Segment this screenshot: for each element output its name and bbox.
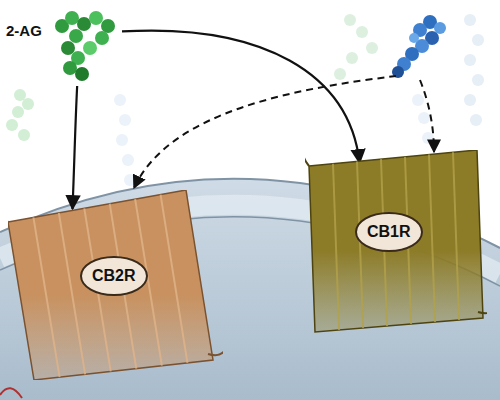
binding-arrow <box>73 86 78 209</box>
blue-ligand <box>392 15 446 78</box>
dashed-arrow <box>420 80 434 152</box>
ligand-label: 2-AG <box>6 22 42 39</box>
binding-arrow <box>122 31 360 163</box>
receptor-label: CB2R <box>80 256 148 296</box>
ligand-node: 2-AG <box>4 8 122 86</box>
receptor-node: CB2R <box>8 190 223 380</box>
receptor-node: CB1R <box>305 150 487 335</box>
ligand-shape <box>4 8 122 86</box>
receptor-label: CB1R <box>355 212 423 252</box>
corner-structure <box>0 388 22 398</box>
